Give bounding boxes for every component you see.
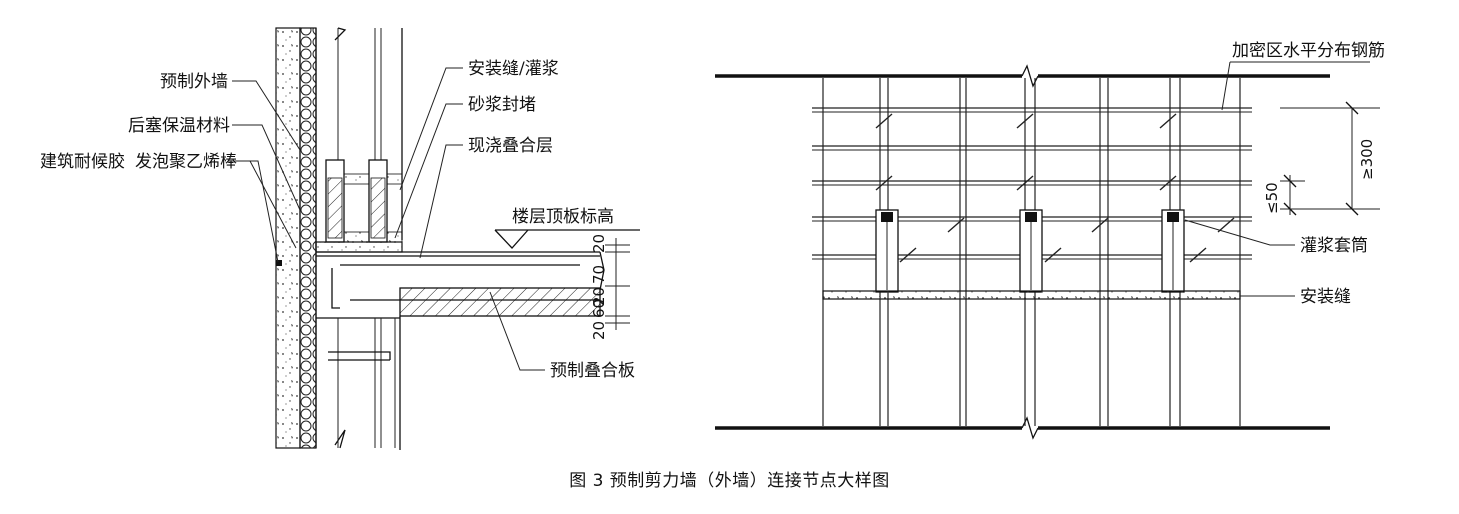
right-install-joint: [822, 290, 1241, 300]
precast-outer-panel: [275, 27, 301, 449]
tie-bar: [875, 113, 893, 129]
label-precast-wall: 预制外墙: [160, 72, 228, 92]
tie-bar: [1189, 247, 1207, 263]
right-leaders: [1184, 61, 1370, 297]
label-insulation: 后塞保温材料: [128, 116, 230, 136]
right-elevation-detail: 加密区水平分布钢筋 灌浆套筒 安装缝 ≥300 ≤50: [715, 41, 1385, 440]
label-sleeve: 灌浆套筒: [1300, 236, 1368, 256]
right-dimensions: [1280, 101, 1380, 216]
dim-70: 70: [590, 265, 608, 284]
tie-bar: [1159, 113, 1177, 129]
break-mark-top: [334, 27, 347, 41]
dim-le50: ≤50: [1263, 182, 1281, 214]
floor-level-marker: [494, 229, 640, 249]
lower-wall-lines: [328, 318, 396, 448]
vertical-dimension-chain: [605, 238, 630, 330]
dim-60: 60: [590, 299, 608, 318]
sleeve-top-cap: [881, 212, 893, 222]
tie-bar: [1044, 247, 1062, 263]
tie-bar: [1091, 217, 1109, 233]
precast-slab: [350, 287, 601, 450]
connection-detail-drawing: 预制外墙 后塞保温材料 建筑耐候胶 发泡聚乙烯棒 安装缝/灌浆 砂浆封堵 现浇叠…: [40, 27, 1385, 450]
left-leaders: [228, 67, 545, 371]
label-sealant: 建筑耐候胶: [40, 152, 125, 172]
label-dense-rebar: 加密区水平分布钢筋: [1232, 41, 1385, 61]
dim-ge300: ≥300: [1358, 139, 1376, 180]
label-mortar-seal: 砂浆封堵: [468, 95, 536, 115]
label-precast-slab: 预制叠合板: [550, 361, 635, 381]
grout-sleeves-left: [325, 159, 403, 243]
figure-caption: 图 3 预制剪力墙（外墙）连接节点大样图: [569, 471, 890, 491]
dim-20-a: 20: [590, 234, 608, 253]
tie-bar: [1159, 175, 1177, 191]
cast-layer: [316, 251, 605, 319]
label-joint-grout: 安装缝/灌浆: [468, 59, 559, 79]
left-section-detail: 预制外墙 后塞保温材料 建筑耐候胶 发泡聚乙烯棒 安装缝/灌浆 砂浆封堵 现浇叠…: [40, 27, 640, 450]
dim-20-c: 20: [590, 321, 608, 340]
label-floor-level: 楼层顶板标高: [512, 207, 614, 227]
sleeve-top-cap: [1167, 212, 1179, 222]
tie-bar: [947, 217, 965, 233]
label-pe-rod: 发泡聚乙烯棒: [135, 152, 237, 172]
tie-bars: [875, 113, 1235, 263]
tie-bar: [1016, 175, 1034, 191]
label-cast-layer: 现浇叠合层: [468, 136, 553, 156]
sealant-mark: [276, 260, 282, 266]
label-install-joint: 安装缝: [1300, 287, 1351, 307]
sleeve-top-cap: [1025, 212, 1037, 222]
tie-bar: [875, 175, 893, 191]
insulation-layer: [299, 27, 317, 449]
upper-wall-lines: [315, 28, 403, 448]
tie-bar: [1217, 217, 1235, 233]
dim-20-b: 20: [590, 287, 608, 306]
grout-sleeves-right: [875, 209, 1185, 293]
break-mark-bottom: [334, 429, 346, 449]
tie-bar: [899, 247, 917, 263]
tie-bar: [1016, 113, 1034, 129]
install-joint-band: [315, 241, 403, 253]
